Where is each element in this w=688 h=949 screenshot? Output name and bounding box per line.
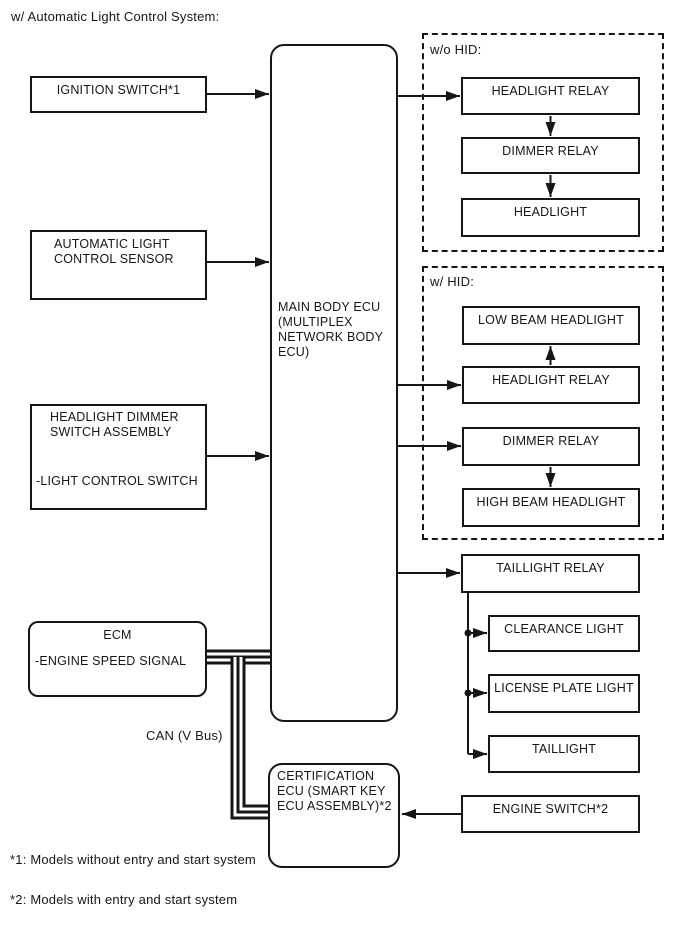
node-label: HEADLIGHT DIMMER SWITCH ASSEMBLY	[50, 410, 179, 439]
node-label: TAILLIGHT	[531, 742, 597, 756]
node-taillight-relay: TAILLIGHT RELAY	[461, 554, 640, 593]
node-label: DIMMER RELAY	[502, 144, 599, 158]
node-low-beam-headlight: LOW BEAM HEADLIGHT	[462, 306, 640, 345]
node-label: LICENSE PLATE LIGHT	[494, 681, 634, 695]
node-label: AUTOMATIC LIGHT CONTROL SENSOR	[54, 237, 174, 266]
node-label: ECM	[103, 628, 132, 642]
node-label: HIGH BEAM HEADLIGHT	[476, 495, 626, 509]
node-clearance-light: CLEARANCE LIGHT	[488, 615, 640, 652]
node-headlight-relay-w-hid: HEADLIGHT RELAY	[462, 366, 640, 404]
group-without-hid	[422, 33, 664, 252]
node-headlight-relay-wo-hid: HEADLIGHT RELAY	[461, 77, 640, 115]
footnote-2: *2: Models with entry and start system	[10, 892, 238, 907]
group-without-hid-label: w/o HID:	[430, 42, 482, 57]
node-sublabel: -ENGINE SPEED SIGNAL	[35, 654, 187, 668]
node-license-plate-light: LICENSE PLATE LIGHT	[488, 674, 640, 713]
node-label: ENGINE SWITCH*2	[492, 802, 609, 816]
node-label: CLEARANCE LIGHT	[504, 622, 624, 636]
node-high-beam-headlight: HIGH BEAM HEADLIGHT	[462, 488, 640, 527]
node-dimmer-relay-wo-hid: DIMMER RELAY	[461, 137, 640, 174]
node-label: TAILLIGHT RELAY	[496, 561, 605, 575]
node-label: LOW BEAM HEADLIGHT	[478, 313, 624, 327]
node-label: IGNITION SWITCH*1	[56, 83, 181, 97]
node-taillight: TAILLIGHT	[488, 735, 640, 773]
node-label: MAIN BODY ECU (MULTIPLEX NETWORK BODY EC…	[278, 300, 384, 359]
footnote-1: *1: Models without entry and start syste…	[10, 852, 256, 867]
node-label: HEADLIGHT RELAY	[491, 84, 610, 98]
group-with-hid	[422, 266, 664, 540]
node-dimmer-relay-w-hid: DIMMER RELAY	[462, 427, 640, 466]
node-label: HEADLIGHT RELAY	[492, 373, 610, 387]
node-ignition-switch: IGNITION SWITCH*1	[30, 76, 207, 113]
node-certification-ecu: CERTIFICATION ECU (SMART KEY ECU ASSEMBL…	[268, 763, 400, 868]
page-title: w/ Automatic Light Control System:	[11, 9, 220, 24]
can-bus-label: CAN (V Bus)	[146, 728, 223, 743]
node-headlight: HEADLIGHT	[461, 198, 640, 237]
node-sublabel: -LIGHT CONTROL SWITCH	[36, 474, 198, 488]
can-bus	[205, 649, 272, 820]
node-headlight-dimmer-switch-assembly: HEADLIGHT DIMMER SWITCH ASSEMBLY -LIGHT …	[30, 404, 207, 510]
node-auto-light-sensor: AUTOMATIC LIGHT CONTROL SENSOR	[30, 230, 207, 300]
node-label: DIMMER RELAY	[502, 434, 600, 448]
branch-junction-dot	[464, 629, 472, 637]
node-ecm: ECM -ENGINE SPEED SIGNAL	[28, 621, 207, 697]
branch-junction-dot	[464, 689, 472, 697]
node-engine-switch: ENGINE SWITCH*2	[461, 795, 640, 833]
node-main-body-ecu: MAIN BODY ECU (MULTIPLEX NETWORK BODY EC…	[270, 44, 398, 722]
node-label: CERTIFICATION ECU (SMART KEY ECU ASSEMBL…	[277, 769, 392, 813]
group-with-hid-label: w/ HID:	[430, 274, 475, 289]
node-label: HEADLIGHT	[513, 205, 588, 219]
